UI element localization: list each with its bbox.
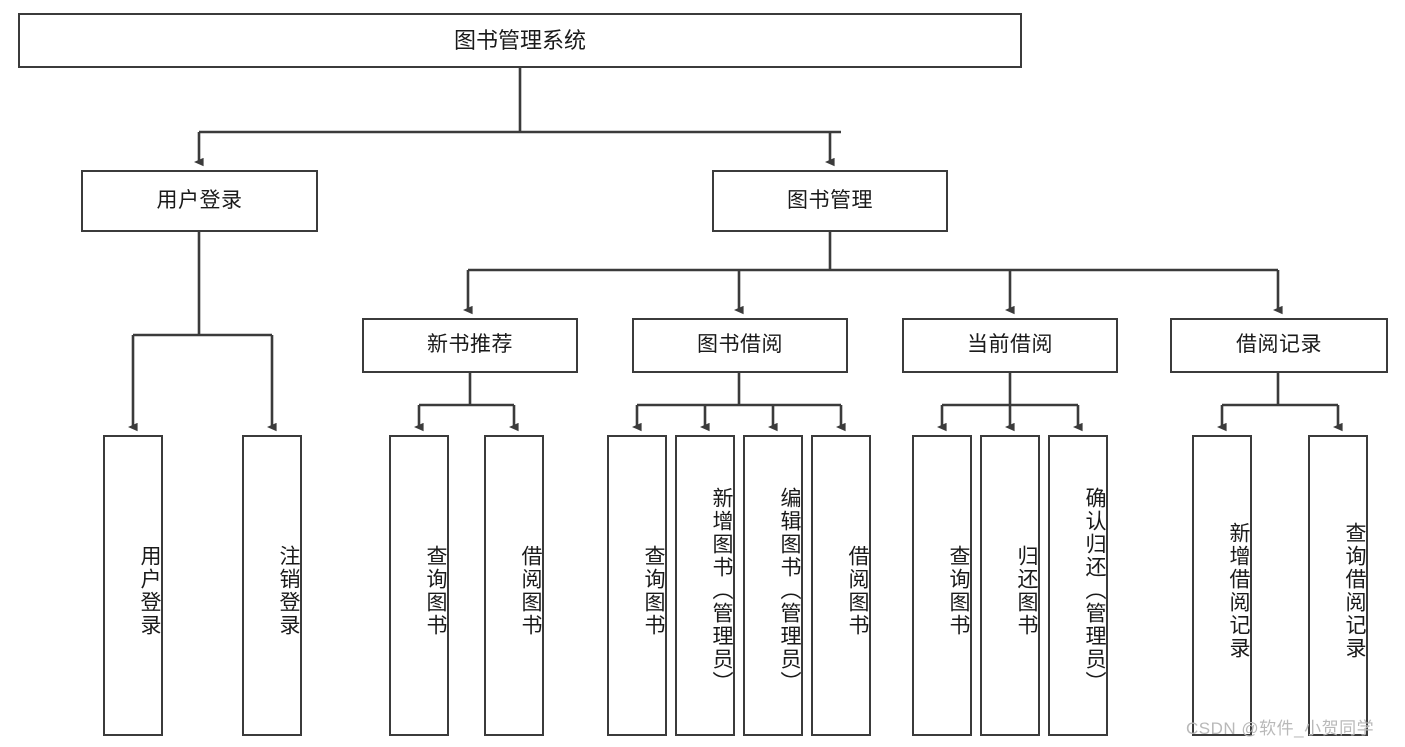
node-label: 注销登录 [277, 544, 300, 637]
leaf-borrow-record-add-record[interactable]: 新增借阅记录 [1192, 435, 1252, 736]
leaf-current-borrow-query-book[interactable]: 查询图书 [912, 435, 972, 736]
leaf-book-borrow-edit-book-admin[interactable]: 编辑图书（管理员） [743, 435, 803, 736]
watermark: CSDN @软件_小贺同学 [1186, 719, 1375, 738]
leaf-user-login-login[interactable]: 用户登录 [103, 435, 163, 736]
node-label: 新增借阅记录 [1227, 521, 1250, 660]
node-label: 借阅记录 [1236, 333, 1322, 357]
node-label: 编辑图书（管理员） [778, 487, 801, 694]
node-label: 图书管理系统 [453, 27, 586, 53]
leaf-borrow-record-query-record[interactable]: 查询借阅记录 [1308, 435, 1368, 736]
node-label: 借阅图书 [519, 544, 542, 637]
leaf-book-borrow-add-book-admin[interactable]: 新增图书（管理员） [675, 435, 735, 736]
node-book-borrow[interactable]: 图书借阅 [632, 318, 848, 373]
leaf-current-borrow-return-book[interactable]: 归还图书 [980, 435, 1040, 736]
node-label: 查询图书 [642, 544, 665, 637]
node-label: 用户登录 [138, 544, 161, 637]
node-borrow-record[interactable]: 借阅记录 [1170, 318, 1388, 373]
node-book-management[interactable]: 图书管理 [712, 170, 948, 232]
node-label: 新书推荐 [427, 333, 513, 357]
node-label: 查询图书 [947, 544, 970, 637]
leaf-new-book-query-book[interactable]: 查询图书 [389, 435, 449, 736]
node-label: 借阅图书 [846, 544, 869, 637]
node-new-book-recommend[interactable]: 新书推荐 [362, 318, 578, 373]
node-label: 图书借阅 [697, 333, 783, 357]
node-current-borrow[interactable]: 当前借阅 [902, 318, 1118, 373]
leaf-user-login-logout[interactable]: 注销登录 [242, 435, 302, 736]
node-user-login[interactable]: 用户登录 [81, 170, 318, 232]
leaf-book-borrow-borrow-book[interactable]: 借阅图书 [811, 435, 871, 736]
node-label: 当前借阅 [967, 333, 1053, 357]
node-root-book-management-system[interactable]: 图书管理系统 [18, 13, 1022, 68]
node-label: 图书管理 [787, 188, 873, 212]
leaf-new-book-borrow-book[interactable]: 借阅图书 [484, 435, 544, 736]
node-label: 查询借阅记录 [1343, 521, 1366, 660]
node-label: 归还图书 [1015, 544, 1038, 637]
leaf-book-borrow-query-book[interactable]: 查询图书 [607, 435, 667, 736]
node-label: 用户登录 [156, 188, 243, 212]
node-label: 新增图书（管理员） [710, 487, 733, 694]
leaf-current-borrow-confirm-return-admin[interactable]: 确认归还（管理员） [1048, 435, 1108, 736]
node-label: 查询图书 [424, 544, 447, 637]
node-label: 确认归还（管理员） [1083, 487, 1106, 694]
